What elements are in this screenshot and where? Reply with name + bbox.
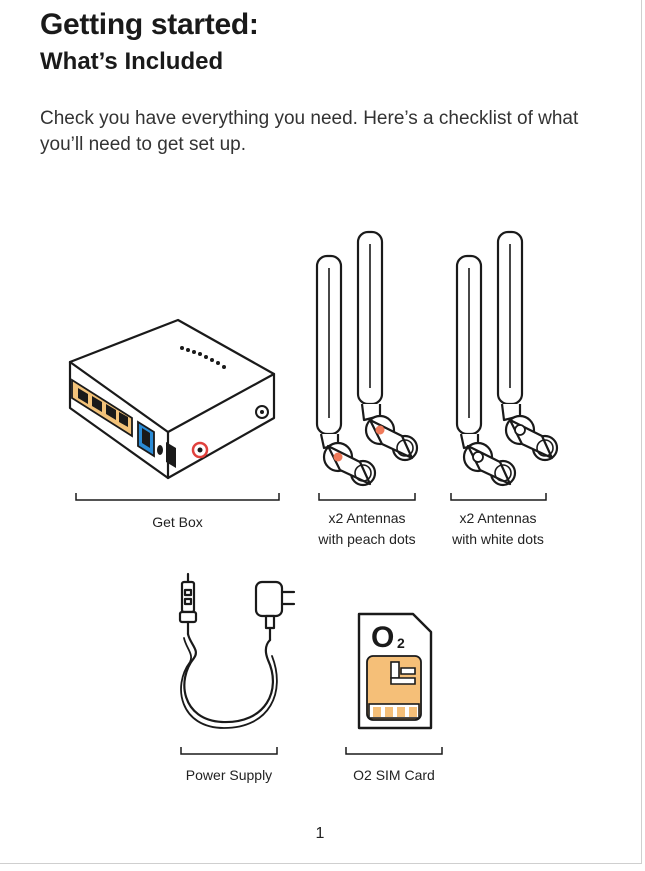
sim-card-icon: O 2 <box>357 612 433 730</box>
sim-chip <box>366 655 422 721</box>
page-subtitle: What’s Included <box>40 48 224 75</box>
bracket-antennas-peach <box>318 493 416 501</box>
ethernet-ports <box>71 378 133 438</box>
page-title: Getting started: <box>40 8 259 41</box>
page-number: 1 <box>315 825 325 842</box>
bracket-antennas-white <box>450 493 547 501</box>
bracket-sim-card <box>345 747 443 755</box>
caption-get-box: Get Box <box>152 514 203 530</box>
intro-text: Check you have everything you need. Here… <box>40 108 579 155</box>
caption-power-supply: Power Supply <box>185 767 273 783</box>
caption-antennas-peach: x2 Antennas with peach dots <box>318 510 416 547</box>
bracket-get-box <box>75 493 280 501</box>
svg-text:2: 2 <box>397 635 405 651</box>
caption-sim-card: O2 SIM Card <box>353 767 435 783</box>
svg-text:O: O <box>371 621 394 654</box>
antenna-peach-dots-icon <box>315 230 419 487</box>
router-icon <box>68 318 276 480</box>
bracket-power-supply <box>180 747 278 755</box>
power-supply-icon <box>178 572 296 729</box>
antenna-white-dots-icon <box>455 230 559 487</box>
o2-logo: O 2 <box>371 621 405 654</box>
caption-antennas-white: x2 Antennas with white dots <box>452 510 544 547</box>
